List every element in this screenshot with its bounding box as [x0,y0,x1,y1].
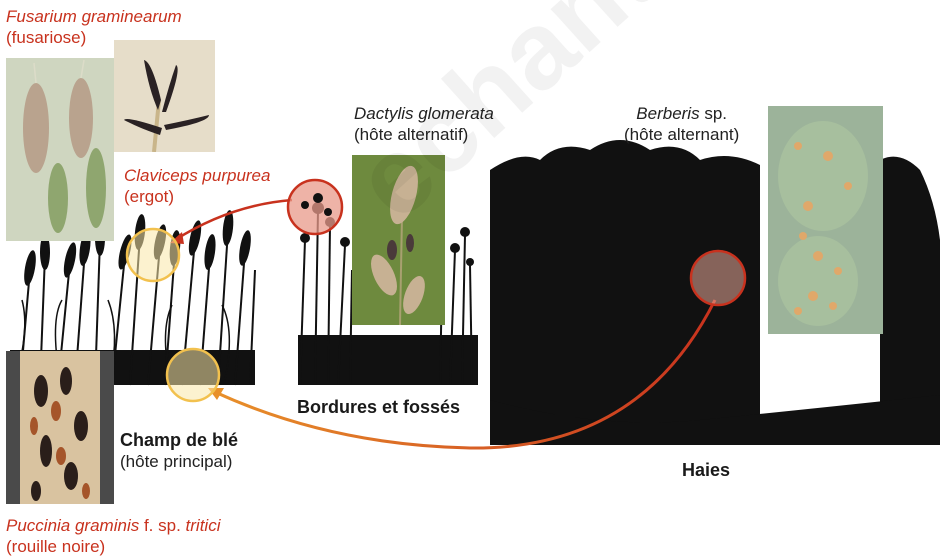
berberis-role: (hôte alternant) [624,124,739,145]
dactylis-name: Dactylis glomerata [354,103,494,124]
puccinia-fsp: f. sp. [139,516,185,535]
bordures-label: Bordures et fossés [297,397,460,418]
rust-wheat-circle [167,349,219,401]
berberis-circle [691,251,745,305]
claviceps-disease: (ergot) [124,186,270,207]
champ-title: Champ de blé [120,430,238,451]
dactylis-label: Dactylis glomerata (hôte alternatif) [354,103,494,145]
fusarium-name: Fusarium graminearum [6,6,182,27]
ergot-photo [114,40,215,152]
puccinia-label: Puccinia graminis f. sp. tritici (rouill… [6,515,220,557]
fusarium-label: Fusarium graminearum (fusariose) [6,6,182,48]
puccinia-name: Puccinia graminis [6,516,139,535]
dactylis-photo [352,155,445,325]
puccinia-tritici: tritici [186,516,221,535]
fusarium-wheat-photo [6,58,114,241]
ergot-circle [127,229,179,281]
dactylis-circle [288,180,342,234]
berberis-photo [768,106,883,334]
claviceps-name: Claviceps purpurea [124,165,270,186]
claviceps-label: Claviceps purpurea (ergot) [124,165,270,207]
puccinia-disease: (rouille noire) [6,536,220,557]
champ-label: Champ de blé (hôte principal) [120,430,238,472]
berberis-label: Berberis sp. (hôte alternant) [624,103,739,145]
champ-role: (hôte principal) [120,451,238,472]
berberis-name: Berberis [636,104,699,123]
fusarium-disease: (fusariose) [6,27,182,48]
puccinia-stem-photo [6,351,114,504]
berberis-suffix: sp. [700,104,727,123]
haies-label: Haies [682,460,730,481]
dactylis-role: (hôte alternatif) [354,124,494,145]
